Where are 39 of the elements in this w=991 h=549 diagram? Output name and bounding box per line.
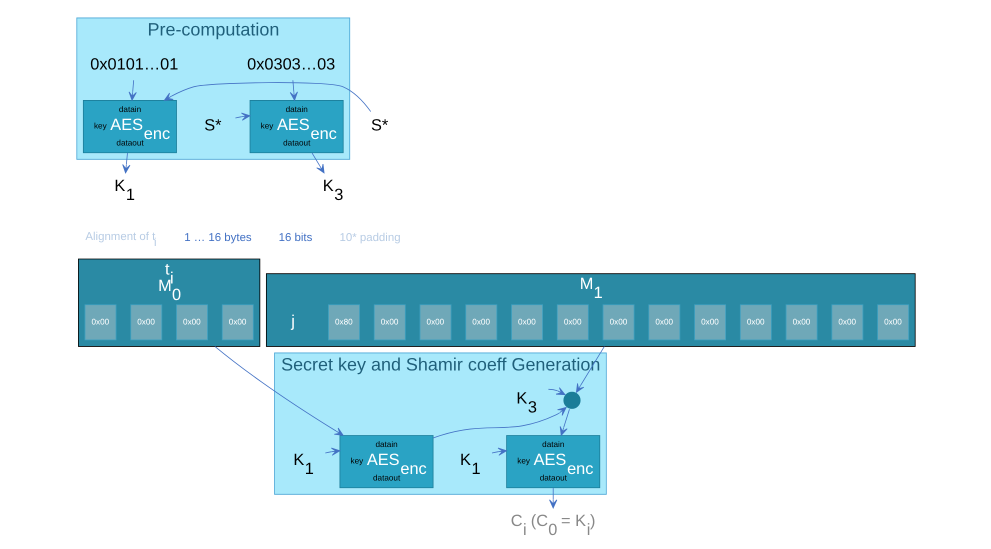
- node-box: 0x00: [176, 304, 208, 340]
- arrow: [234, 112, 250, 121]
- node-box: 0x00: [556, 304, 588, 340]
- node-box: 0x00: [464, 304, 497, 340]
- node-box: 0x00: [876, 304, 909, 340]
- node-text: 0x0303…03: [246, 55, 335, 74]
- label: 1 … 16 bytes: [184, 232, 252, 244]
- arrow: [324, 448, 340, 456]
- node-text: 0x0101…01: [90, 55, 178, 74]
- node-box: 0x00: [84, 304, 116, 340]
- node-box: 0x80: [328, 304, 360, 340]
- arrow: [547, 387, 565, 396]
- label: 10* padding: [339, 232, 400, 244]
- node-box: 0x00: [830, 304, 863, 340]
- arrow: [122, 152, 130, 174]
- node-box: 0x00: [739, 304, 772, 340]
- node-box: 0x00: [373, 304, 406, 340]
- arrow: [128, 80, 136, 101]
- node-text: S*: [204, 116, 222, 135]
- arrow: [214, 346, 344, 436]
- arrow: [548, 488, 557, 508]
- label: 16 bits: [278, 232, 312, 244]
- node-box: 0x00: [419, 304, 451, 340]
- arrow: [163, 82, 371, 112]
- arrow: [491, 448, 506, 456]
- node-box: 0x00: [785, 304, 818, 340]
- node-text: S*: [370, 116, 388, 135]
- arrow: [289, 80, 298, 101]
- node-box: 0x00: [510, 304, 542, 340]
- node-box: 0x00: [602, 304, 634, 340]
- arrow: [432, 407, 566, 438]
- node-box: 0x00: [648, 304, 680, 340]
- node-box: 0x00: [130, 304, 162, 340]
- node-text: j: [290, 312, 294, 330]
- arrow: [559, 408, 570, 436]
- arrow: [311, 152, 324, 174]
- node-circle: [562, 390, 581, 410]
- node-box: 0x00: [694, 304, 726, 340]
- node-box: 0x00: [221, 304, 254, 340]
